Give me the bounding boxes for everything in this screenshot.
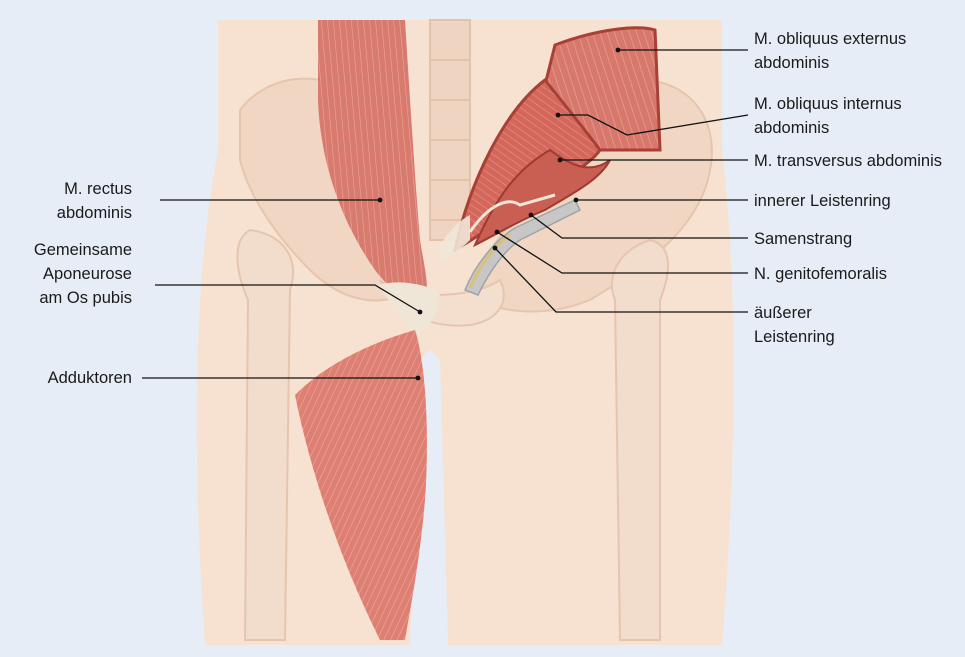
- label-transversus: M. transversus abdominis: [754, 149, 942, 173]
- label-rectus: M. rectus abdominis: [57, 177, 132, 225]
- femur-right: [612, 240, 668, 640]
- label-samenstrang: Samenstrang: [754, 227, 852, 251]
- spine: [430, 20, 470, 240]
- label-obliquus-externus: M. obliquus externus abdominis: [754, 27, 906, 75]
- dot-adduktoren: [416, 376, 421, 381]
- label-obliquus-internus: M. obliquus internus abdominis: [754, 92, 902, 140]
- label-aeusserer-leistenring: äußerer Leistenring: [754, 301, 835, 349]
- label-aponeurose: Gemeinsame Aponeurose am Os pubis: [34, 238, 132, 310]
- dot-transversus: [558, 158, 563, 163]
- dot-obliquus-internus: [556, 113, 561, 118]
- dot-aponeurose: [418, 310, 423, 315]
- dot-samenstrang: [529, 213, 534, 218]
- label-innerer-leistenring: innerer Leistenring: [754, 189, 891, 213]
- dot-genitofemoralis: [495, 230, 500, 235]
- label-genitofemoralis: N. genitofemoralis: [754, 262, 887, 286]
- label-adduktoren: Adduktoren: [48, 366, 132, 390]
- dot-rectus: [378, 198, 383, 203]
- dot-aeusserer-leistenring: [493, 246, 498, 251]
- dot-obliquus-externus: [616, 48, 621, 53]
- dot-innerer-leistenring: [574, 198, 579, 203]
